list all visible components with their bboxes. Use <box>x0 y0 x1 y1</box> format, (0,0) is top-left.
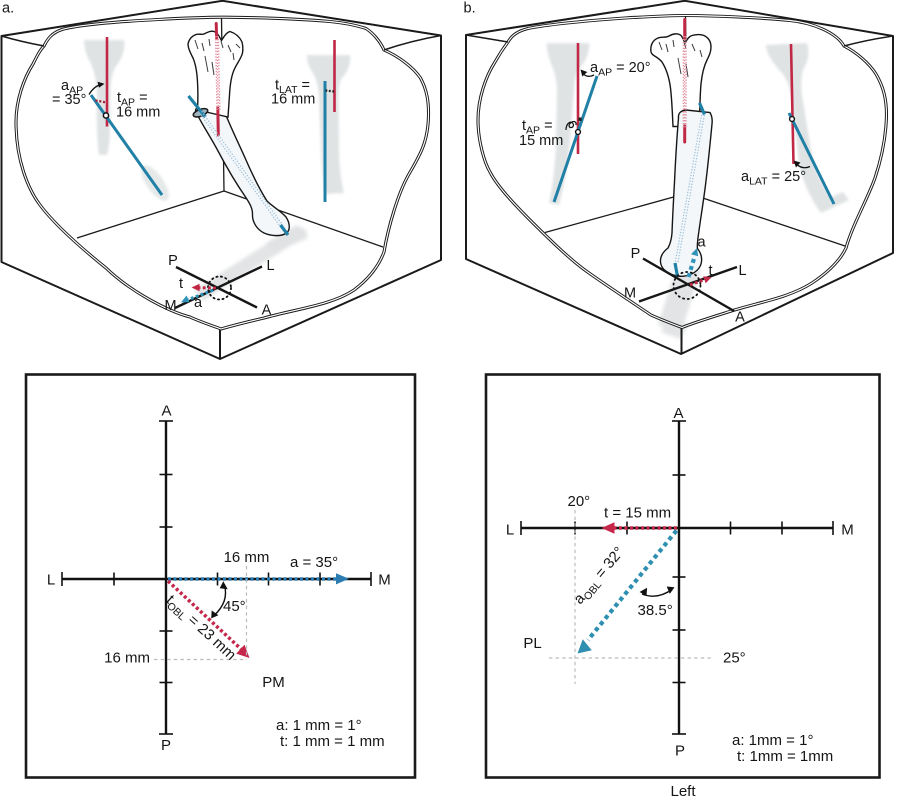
svg-text:M: M <box>164 298 176 314</box>
svg-text:L: L <box>738 263 746 279</box>
svg-text:P: P <box>631 246 641 262</box>
svg-text:20°: 20° <box>568 493 591 510</box>
svg-text:P: P <box>675 743 685 760</box>
svg-text:16 mm: 16 mm <box>224 549 270 566</box>
svg-text:aLAT = 25°: aLAT = 25° <box>741 169 806 188</box>
svg-text:PM: PM <box>262 674 285 691</box>
svg-text:L: L <box>266 258 274 274</box>
svg-text:P: P <box>168 253 178 269</box>
svg-text:t: 1 mm = 1 mm: t: 1 mm = 1 mm <box>280 733 385 750</box>
svg-text:16 mm: 16 mm <box>116 105 160 121</box>
svg-text:L: L <box>506 522 514 539</box>
svg-text:aAP = 20°: aAP = 20° <box>590 60 651 79</box>
svg-text:L: L <box>47 572 55 589</box>
svg-text:16 mm: 16 mm <box>104 650 150 667</box>
svg-text:a = 35°: a = 35° <box>290 554 338 571</box>
svg-text:t: t <box>708 263 712 279</box>
svg-text:a.: a. <box>2 1 14 17</box>
svg-text:b.: b. <box>464 1 476 17</box>
svg-text:a: a <box>697 235 706 251</box>
svg-text:M: M <box>378 572 391 589</box>
svg-text:25°: 25° <box>723 650 746 667</box>
svg-text:A: A <box>673 405 683 422</box>
svg-text:PL: PL <box>523 635 541 652</box>
svg-text:45°: 45° <box>223 598 246 615</box>
svg-text:t: t <box>179 276 183 292</box>
svg-text:a: 1 mm = 1°: a: 1 mm = 1° <box>276 717 362 734</box>
svg-text:A: A <box>735 310 745 326</box>
svg-text:t: 1mm = 1mm: t: 1mm = 1mm <box>737 748 833 765</box>
svg-text:Left: Left <box>670 783 696 798</box>
svg-text:A: A <box>161 403 171 420</box>
svg-text:A: A <box>262 303 272 319</box>
svg-text:P: P <box>161 737 171 754</box>
svg-text:M: M <box>624 286 636 302</box>
svg-text:= 35°: = 35° <box>52 92 86 108</box>
svg-text:a: 1mm = 1°: a: 1mm = 1° <box>732 732 813 749</box>
svg-text:a: a <box>194 295 203 311</box>
svg-text:38.5°: 38.5° <box>638 602 673 619</box>
svg-text:M: M <box>841 522 854 539</box>
svg-text:15 mm: 15 mm <box>519 133 563 149</box>
svg-text:t = 15 mm: t = 15 mm <box>604 505 671 522</box>
svg-text:16 mm: 16 mm <box>271 92 315 108</box>
